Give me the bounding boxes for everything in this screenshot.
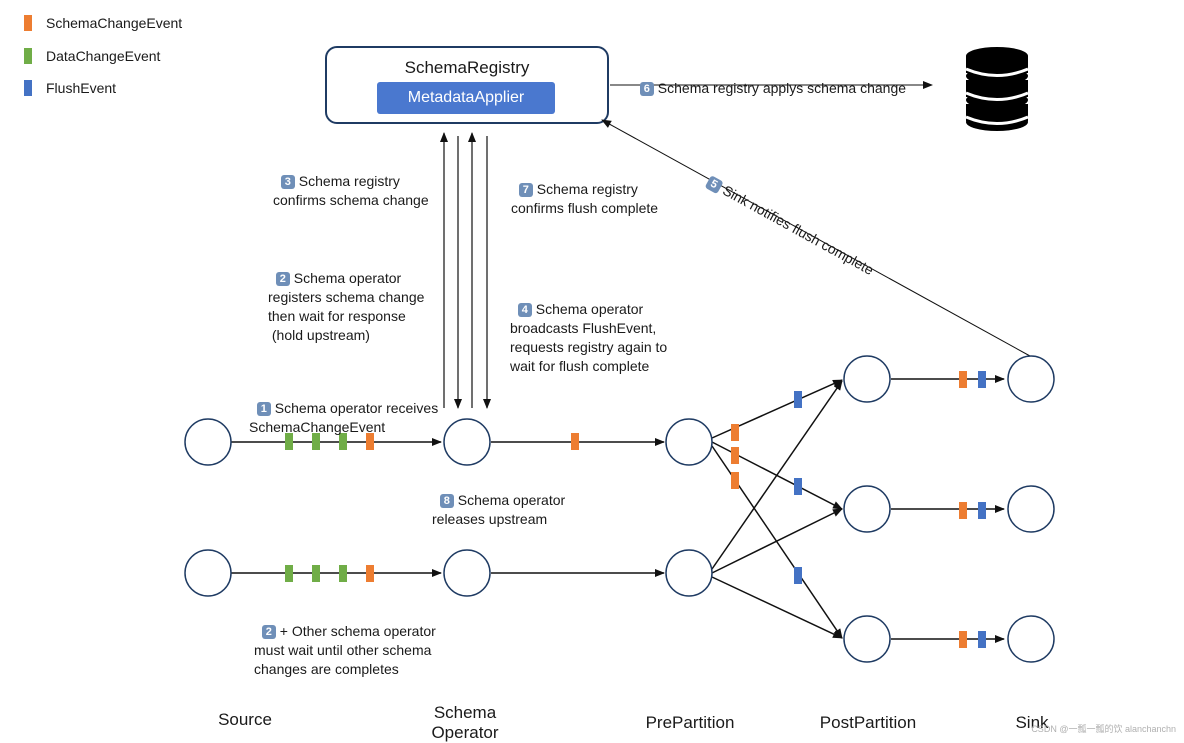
step-text: Schema registry confirms schema change bbox=[273, 173, 429, 208]
step-text: Schema operator broadcasts FlushEvent, r… bbox=[510, 301, 668, 374]
stage-prepartition: PrePartition bbox=[645, 713, 735, 732]
step-badge: 7 bbox=[518, 183, 533, 197]
watermark: CSDN @一瓢一瓢的饮 alanchanchn bbox=[1031, 724, 1176, 734]
data-change-event bbox=[312, 433, 320, 450]
schema-change-event bbox=[959, 371, 967, 388]
step-badge: 5 bbox=[704, 175, 724, 195]
step-badge: 3 bbox=[280, 175, 295, 189]
edge-pre2-post3 bbox=[711, 576, 843, 639]
stage-schema-operator: Schema Operator bbox=[431, 703, 499, 742]
legend-label: SchemaChangeEvent bbox=[46, 15, 183, 31]
step-badge: 8 bbox=[439, 494, 454, 508]
schema-change-event bbox=[731, 472, 739, 489]
registry-title: SchemaRegistry bbox=[404, 58, 530, 77]
data-change-event bbox=[285, 565, 293, 582]
postpartition-node-2 bbox=[843, 485, 891, 533]
sink-node-2 bbox=[1007, 485, 1055, 533]
schema-operator-node-1 bbox=[443, 418, 491, 466]
schema-operator-node-2 bbox=[443, 549, 491, 597]
step-badge: 6 bbox=[639, 82, 654, 96]
step-2b-label: 2+ Other schema operator must wait until… bbox=[254, 603, 436, 679]
stage-source: Source bbox=[218, 710, 272, 729]
sink-node-3 bbox=[1007, 615, 1055, 663]
legend-data-change: DataChangeEvent bbox=[24, 48, 160, 64]
step-text: + Other schema operator must wait until … bbox=[254, 623, 436, 677]
legend-label: FlushEvent bbox=[46, 80, 117, 96]
flush-event bbox=[978, 502, 986, 519]
schema-change-event bbox=[731, 447, 739, 464]
data-change-event bbox=[339, 433, 347, 450]
data-change-event bbox=[285, 433, 293, 450]
step-text: Schema operator releases upstream bbox=[432, 492, 566, 527]
schema-change-event bbox=[571, 433, 579, 450]
schema-change-event bbox=[366, 565, 374, 582]
schema-change-event bbox=[366, 433, 374, 450]
schema-change-event bbox=[959, 502, 967, 519]
step-badge: 2 bbox=[275, 272, 290, 286]
step-badge: 2 bbox=[261, 625, 276, 639]
database-icon bbox=[965, 47, 1029, 131]
flush-event bbox=[794, 567, 802, 584]
schema-change-event bbox=[731, 424, 739, 441]
metadata-applier-box: MetadataApplier bbox=[377, 82, 555, 114]
edge-pre2-post1 bbox=[711, 380, 843, 570]
source-node-1 bbox=[184, 418, 232, 466]
schema-change-swatch bbox=[24, 15, 32, 31]
legend-flush: FlushEvent bbox=[24, 80, 116, 96]
flush-event bbox=[794, 391, 802, 408]
step-badge: 1 bbox=[256, 402, 271, 416]
prepartition-node-1 bbox=[665, 418, 713, 466]
legend-schema-change: SchemaChangeEvent bbox=[24, 15, 182, 31]
step-text: Schema operator receives SchemaChangeEve… bbox=[249, 400, 439, 435]
sink-notify-arrow bbox=[601, 119, 1031, 357]
legend-label: DataChangeEvent bbox=[46, 48, 161, 64]
flush-event bbox=[794, 478, 802, 495]
data-change-swatch bbox=[24, 48, 32, 64]
stage-sink: Sink bbox=[1015, 713, 1049, 732]
flush-swatch bbox=[24, 80, 32, 96]
edge-pre2-post2 bbox=[711, 508, 843, 574]
flush-event bbox=[978, 631, 986, 648]
schema-change-event bbox=[959, 631, 967, 648]
data-change-event bbox=[339, 565, 347, 582]
sink-node-1 bbox=[1007, 355, 1055, 403]
postpartition-node-1 bbox=[843, 355, 891, 403]
step-text: Schema registry applys schema change bbox=[657, 80, 907, 96]
step-text: Schema registry confirms flush complete bbox=[511, 181, 659, 216]
step-text: Schema operator registers schema change … bbox=[268, 270, 425, 343]
schema-registry-box: SchemaRegistry MetadataApplier bbox=[325, 46, 609, 124]
flush-event bbox=[978, 371, 986, 388]
prepartition-node-2 bbox=[665, 549, 713, 597]
data-change-event bbox=[312, 565, 320, 582]
postpartition-node-3 bbox=[843, 615, 891, 663]
step-badge: 4 bbox=[517, 303, 532, 317]
stage-postpartition: PostPartition bbox=[819, 713, 917, 732]
source-node-2 bbox=[184, 549, 232, 597]
